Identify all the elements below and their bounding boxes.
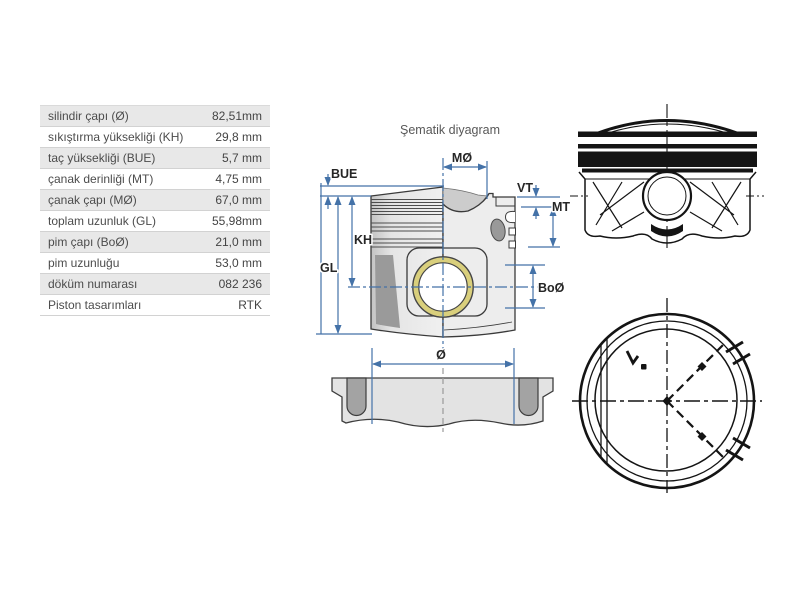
skirt-shading	[375, 255, 400, 328]
boss-underside	[651, 224, 683, 237]
dim-label-mo: MØ	[452, 151, 472, 165]
table-row: çanak çapı (MØ) 67,0 mm	[40, 190, 270, 211]
piston-side-view	[570, 104, 764, 251]
dim-label-dia: Ø	[436, 348, 446, 362]
spoke-marker	[697, 362, 707, 371]
top-ring-groove-section	[504, 210, 516, 224]
skirt-outline	[578, 171, 757, 244]
schematic-diagram: BUE GL KH MØ VT MT BoØ Ø	[316, 104, 764, 493]
spec-value: 21,0 mm	[215, 235, 262, 249]
spec-label: silindir çapı (Ø)	[48, 109, 129, 123]
ring-belt	[578, 131, 757, 173]
spec-label: toplam uzunluk (GL)	[48, 214, 157, 228]
spec-label: pim uzunluğu	[48, 256, 120, 270]
spec-value: 53,0 mm	[215, 256, 262, 270]
spec-value: 082 236	[218, 277, 262, 291]
valve-pocket-line	[495, 197, 515, 207]
dimension-annotations	[316, 158, 560, 432]
dim-label-gl: GL	[320, 261, 338, 275]
spec-value: 55,98mm	[211, 214, 262, 228]
table-row: sıkıştırma yüksekliği (KH) 29,8 mm	[40, 127, 270, 148]
skirt-inner-line	[443, 321, 513, 331]
ring-grooves	[371, 199, 443, 248]
spec-value: 4,75 mm	[215, 172, 262, 186]
table-row: taç yüksekliği (BUE) 5,7 mm	[40, 148, 270, 169]
dim-label-boo: BoØ	[538, 281, 565, 295]
spec-label: döküm numarası	[48, 277, 138, 291]
spec-value: 82,51mm	[211, 109, 262, 123]
center-marker	[662, 396, 672, 406]
spec-label: sıkıştırma yüksekliği (KH)	[48, 130, 184, 144]
crown-dome	[597, 119, 738, 135]
stamp-dot	[641, 364, 647, 370]
spec-value: 29,8 mm	[215, 130, 262, 144]
spec-label: taç yüksekliği (BUE)	[48, 151, 156, 165]
spec-label: Piston tasarımları	[48, 298, 142, 312]
ring-groove-notch	[508, 227, 516, 236]
spec-label: çanak çapı (MØ)	[48, 193, 137, 207]
spec-value: RTK	[238, 298, 262, 312]
crown-dome-inner	[607, 123, 728, 134]
pin-boss-slot	[518, 377, 539, 417]
table-row: pim çapı (BoØ) 21,0 mm	[40, 232, 270, 253]
bowl-circle	[594, 328, 738, 472]
pin-boss-slot	[346, 377, 367, 417]
stamp-mark	[625, 350, 640, 366]
valve-relief-ticks	[725, 340, 751, 462]
dim-label-bue: BUE	[331, 167, 357, 181]
spec-label: pim çapı (BoØ)	[48, 235, 129, 249]
dim-label-kh: KH	[354, 233, 372, 247]
piston-bottom-view	[572, 298, 762, 493]
skirt-webbing	[592, 181, 742, 232]
table-row: Piston tasarımları RTK	[40, 295, 270, 316]
pin-boss-circle	[641, 170, 693, 222]
cooling-gallery	[490, 218, 506, 242]
dim-label-mt: MT	[552, 200, 570, 214]
table-row: silindir çapı (Ø) 82,51mm	[40, 106, 270, 127]
spoke-marker	[697, 432, 707, 441]
spec-label: çanak derinliği (MT)	[48, 172, 154, 186]
spec-value: 67,0 mm	[215, 193, 262, 207]
table-row: döküm numarası 082 236	[40, 274, 270, 295]
piston-cross-section	[370, 186, 516, 338]
spec-table: silindir çapı (Ø) 82,51mm sıkıştırma yüks…	[40, 105, 270, 316]
ring-groove-notch	[508, 240, 516, 249]
table-row: pim uzunluğu 53,0 mm	[40, 253, 270, 274]
spec-value: 5,7 mm	[221, 151, 262, 165]
diagram-title: Şematik diyagram	[400, 123, 501, 137]
table-row: toplam uzunluk (GL) 55,98mm	[40, 211, 270, 232]
table-row: çanak derinliği (MT) 4,75 mm	[40, 169, 270, 190]
diagonal-spoke	[666, 342, 726, 402]
dim-label-vt: VT	[517, 181, 533, 195]
